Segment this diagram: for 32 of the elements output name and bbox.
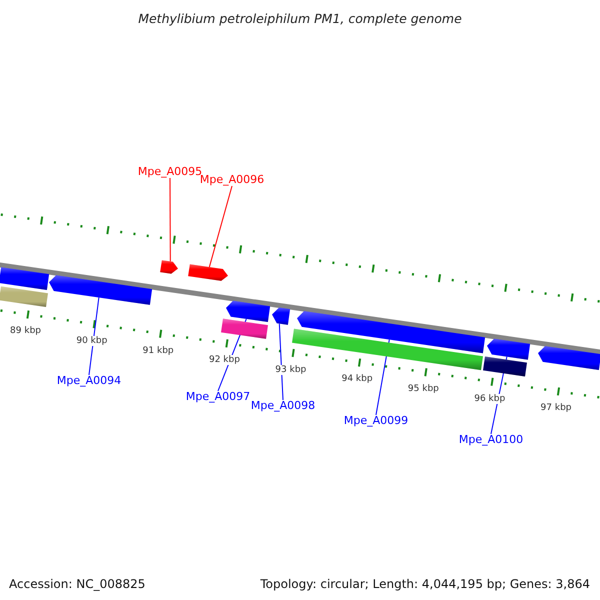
gene-bar: [221, 318, 268, 339]
gene-label: Mpe_A0095: [138, 166, 202, 178]
scale-label: 95 kbp: [406, 384, 440, 394]
scale-label: 94 kbp: [340, 374, 374, 384]
leader-line: [170, 178, 171, 262]
gene-label: Mpe_A0094: [56, 375, 122, 387]
leader-line: [88, 297, 100, 376]
gene-label: Mpe_A0100: [458, 434, 524, 446]
gene-feature: [538, 346, 600, 370]
gene-bar: [483, 356, 527, 376]
scale-label: 89 kbp: [9, 326, 42, 336]
scale-label: 92 kbp: [208, 355, 241, 366]
gene-feature: [160, 260, 178, 274]
chart-title: Methylibium petroleiphilum PM1, complete genome: [138, 10, 462, 28]
scale-label: 93 kbp: [274, 364, 308, 375]
footer-text: Accession: NC_008825: [9, 576, 146, 593]
gene-feature: [188, 264, 228, 281]
gene-feature: [272, 308, 290, 325]
gene-label: Mpe_A0098: [250, 400, 316, 412]
gene-bar: [0, 286, 48, 307]
gene-feature: [487, 338, 530, 360]
gene-label: Mpe_A0096: [200, 174, 264, 186]
leader-line: [278, 323, 284, 400]
scale-label: 97 kbp: [540, 403, 572, 414]
scale-label: 90 kbp: [75, 336, 108, 346]
gene-label: Mpe_A0097: [186, 391, 250, 403]
scale-label: 91 kbp: [142, 346, 175, 356]
footer-text: Topology: circular; Length: 4,044,195 bp; Genes: 3,864: [260, 576, 590, 593]
leader-line: [208, 186, 232, 268]
gene-bar: [0, 267, 50, 290]
scale-label: 96 kbp: [473, 394, 506, 404]
gene-label: Mpe_A0099: [344, 415, 408, 427]
